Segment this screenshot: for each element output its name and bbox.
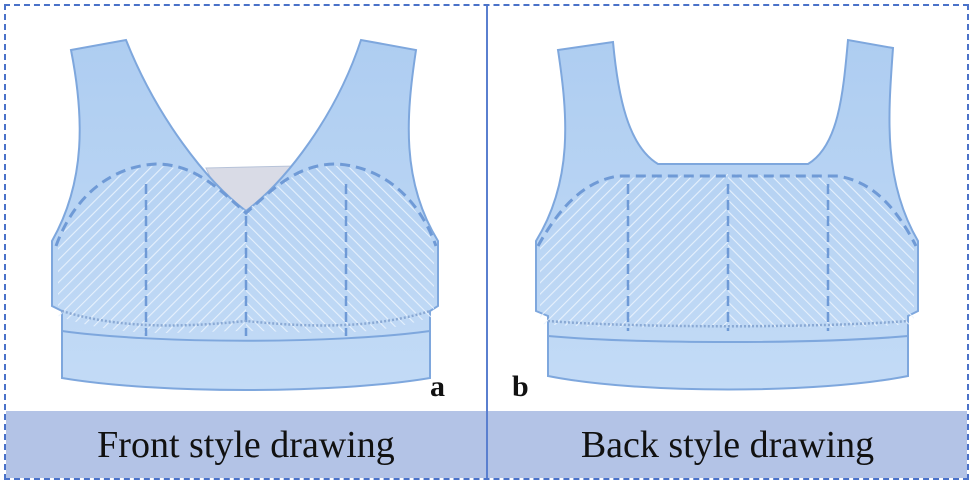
panel-label-b: b [512, 370, 529, 403]
panel-back: b [488, 6, 967, 411]
panel-front: a [6, 6, 486, 411]
caption-front: Front style drawing [6, 411, 486, 478]
caption-back: Back style drawing [488, 411, 967, 478]
front-bra-drawing [51, 38, 439, 391]
panel-divider [486, 6, 488, 478]
back-bra-drawing [535, 38, 919, 391]
panel-label-a: a [430, 370, 445, 403]
figure-border [4, 4, 969, 480]
